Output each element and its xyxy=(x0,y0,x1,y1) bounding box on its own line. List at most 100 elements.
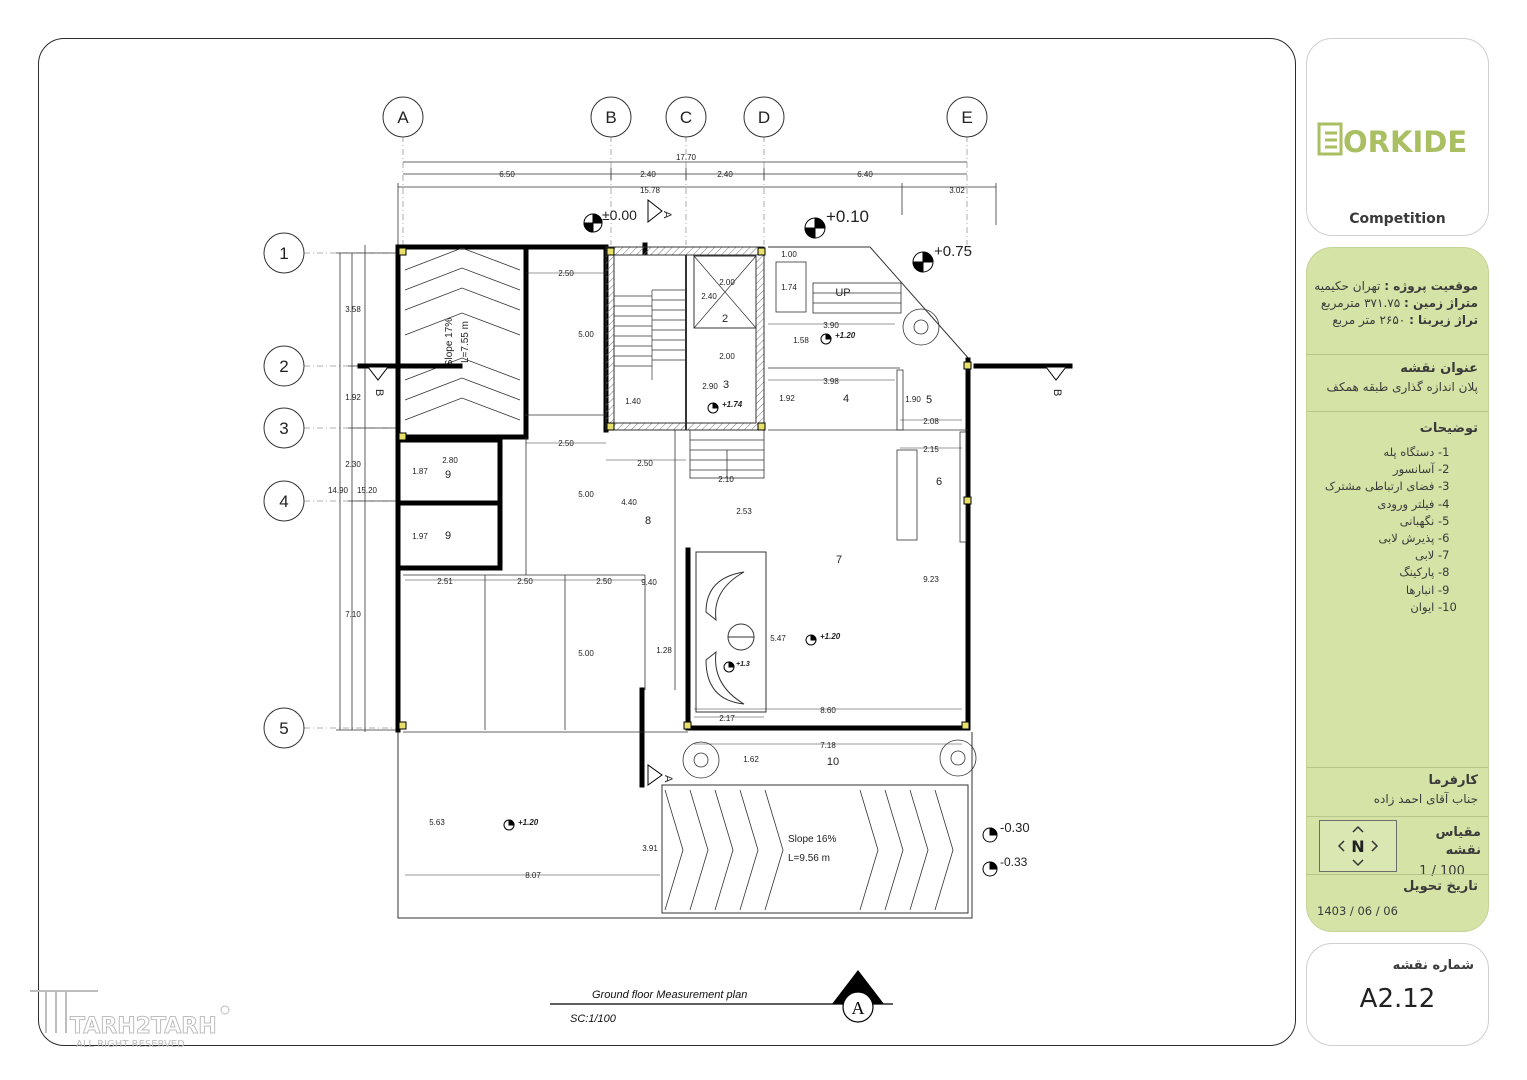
svg-text:15.20: 15.20 xyxy=(357,486,378,495)
svg-text:5.63: 5.63 xyxy=(429,818,445,827)
svg-text:L=7.55 m: L=7.55 m xyxy=(460,321,471,363)
svg-text:1.92: 1.92 xyxy=(345,393,361,402)
stair-core xyxy=(605,246,765,431)
svg-text:2.10: 2.10 xyxy=(718,475,734,484)
svg-text:2.15: 2.15 xyxy=(923,445,939,454)
svg-text:ORKIDE: ORKIDE xyxy=(1343,125,1467,157)
svg-text:9.40: 9.40 xyxy=(641,578,657,587)
plan-title-block: A Ground floor Measurement plan SC:1/100 xyxy=(550,970,893,1025)
legend-item: -2 آسانسور xyxy=(1393,462,1450,477)
svg-text:2.50: 2.50 xyxy=(558,269,574,278)
svg-text:2.50: 2.50 xyxy=(637,459,653,468)
legend-item: -5 نگهبانی xyxy=(1399,513,1450,528)
legend-item: -4 فیلتر ورودی xyxy=(1377,496,1450,511)
svg-text:1.90: 1.90 xyxy=(905,395,921,404)
svg-text:3: 3 xyxy=(723,379,729,391)
svg-text:5.47: 5.47 xyxy=(770,634,786,643)
orkide-logo: ORKIDE xyxy=(1317,122,1467,157)
svg-text:SC:1/100: SC:1/100 xyxy=(570,1013,617,1025)
svg-text:A: A xyxy=(661,211,673,219)
svg-text:8: 8 xyxy=(645,515,651,527)
svg-text:2.08: 2.08 xyxy=(923,417,939,426)
info-panel: موقعیت پروژه : تهران حکیمیه متراژ زمین :… xyxy=(1306,247,1489,932)
legend-section: توضیحات -1 دستگاه پله -2 آسانسور -3 فضای… xyxy=(1307,420,1488,616)
svg-text:±0.00: ±0.00 xyxy=(602,207,637,223)
svg-text:Slope 16%: Slope 16% xyxy=(788,834,836,845)
svg-text:2.80: 2.80 xyxy=(442,456,458,465)
svg-text:8.07: 8.07 xyxy=(525,871,541,880)
logo-subtitle: Competition xyxy=(1349,211,1446,227)
svg-text:1.62: 1.62 xyxy=(743,755,759,764)
svg-text:14.90: 14.90 xyxy=(328,486,349,495)
svg-text:2.50: 2.50 xyxy=(558,439,574,448)
svg-text:6: 6 xyxy=(936,476,942,488)
svg-text:10: 10 xyxy=(827,756,839,768)
svg-text:15.78: 15.78 xyxy=(640,186,661,195)
svg-text:2.40: 2.40 xyxy=(717,170,733,179)
svg-text:6.50: 6.50 xyxy=(499,170,515,179)
legend-item: -10 ایوان xyxy=(1410,599,1457,614)
ramp-top: Slope 17% L=7.55 m xyxy=(395,244,529,440)
svg-text:A: A xyxy=(662,775,674,783)
svg-text:C: C xyxy=(680,108,692,127)
legend-item: -7 لابی xyxy=(1414,548,1450,563)
svg-text:3.91: 3.91 xyxy=(642,844,658,853)
svg-text:2.50: 2.50 xyxy=(596,577,612,586)
level-markers: ±0.00 +0.10 +0.75 +1.20 +1.74 +1.20 +1.3… xyxy=(503,207,1030,877)
svg-text:7.10: 7.10 xyxy=(345,610,361,619)
svg-text:1: 1 xyxy=(279,244,288,263)
svg-text:2.00: 2.00 xyxy=(719,278,735,287)
svg-text:+1.20: +1.20 xyxy=(835,331,856,340)
watermark-logo: TARH2TARH ALL RIGHT RESERVED xyxy=(30,990,230,1050)
svg-text:B: B xyxy=(1051,389,1063,396)
svg-text:TARH2TARH: TARH2TARH xyxy=(70,1014,217,1039)
client-section: کارفرما جناب آقای احمد زاده xyxy=(1373,773,1478,806)
svg-text:1.00: 1.00 xyxy=(781,250,797,259)
delivery-section: تاریخ تحویل 1403 / 06 / 06 xyxy=(1317,879,1478,918)
drawing-frame xyxy=(38,38,1296,1046)
svg-text:2.50: 2.50 xyxy=(517,577,533,586)
svg-text:1.97: 1.97 xyxy=(412,532,428,541)
grid-bubble-e: E xyxy=(946,96,988,138)
svg-text:3.02: 3.02 xyxy=(949,186,965,195)
svg-text:+1.20: +1.20 xyxy=(820,632,841,641)
svg-text:A: A xyxy=(852,998,865,1018)
svg-text:2: 2 xyxy=(722,313,728,325)
grid-bubble-4: 4 xyxy=(263,480,305,522)
legend-item: -1 دستگاه پله xyxy=(1383,445,1450,459)
svg-text:+1.3: +1.3 xyxy=(736,661,750,668)
grid-bubble-d: D xyxy=(743,96,785,138)
legend-item: -6 پذیرش لابی xyxy=(1378,531,1450,546)
grid-bubble-b: B xyxy=(590,96,632,138)
north-arrow: N xyxy=(1319,820,1397,872)
grid-bubble-1: 1 xyxy=(263,232,305,274)
svg-text:2.40: 2.40 xyxy=(701,292,717,301)
scale-section: مقیاس نقشه 1 / 100 xyxy=(1419,825,1481,879)
svg-text:3.98: 3.98 xyxy=(823,377,839,386)
grid-bubble-c: C xyxy=(665,96,707,138)
legend-item: -8 پارکینگ xyxy=(1399,565,1450,580)
svg-text:5: 5 xyxy=(926,394,932,406)
logo-panel: ORKIDE Competition xyxy=(1306,38,1489,236)
ramp-bottom: Slope 16% L=9.56 m xyxy=(661,784,969,914)
svg-text:9: 9 xyxy=(445,469,451,481)
legend-item: -9 انبارها xyxy=(1405,582,1450,597)
svg-text:1.58: 1.58 xyxy=(793,336,809,345)
svg-text:5.00: 5.00 xyxy=(578,649,594,658)
svg-text:-0.30: -0.30 xyxy=(1000,820,1030,835)
svg-text:2.90: 2.90 xyxy=(702,382,718,391)
map-title-section: عنوان نقشه پلان اندازه گذاری طبقه همکف xyxy=(1326,361,1478,394)
svg-text:7: 7 xyxy=(836,554,842,566)
svg-text:17.70: 17.70 xyxy=(676,153,697,162)
svg-text:L=9.56 m: L=9.56 m xyxy=(788,853,830,864)
svg-text:Slope 17%: Slope 17% xyxy=(444,318,455,366)
svg-text:1.87: 1.87 xyxy=(412,467,428,476)
floor-plan: A B C D E 1 2 3 4 5 17.70 6.50 2.40 2.40… xyxy=(263,96,1073,1025)
grid-bubble-a: A xyxy=(382,96,424,138)
svg-text:6.40: 6.40 xyxy=(857,170,873,179)
svg-text:1.92: 1.92 xyxy=(779,394,795,403)
svg-text:2.40: 2.40 xyxy=(640,170,656,179)
svg-text:8.60: 8.60 xyxy=(820,706,836,715)
svg-text:+1.20: +1.20 xyxy=(518,818,539,827)
svg-text:2: 2 xyxy=(279,357,288,376)
